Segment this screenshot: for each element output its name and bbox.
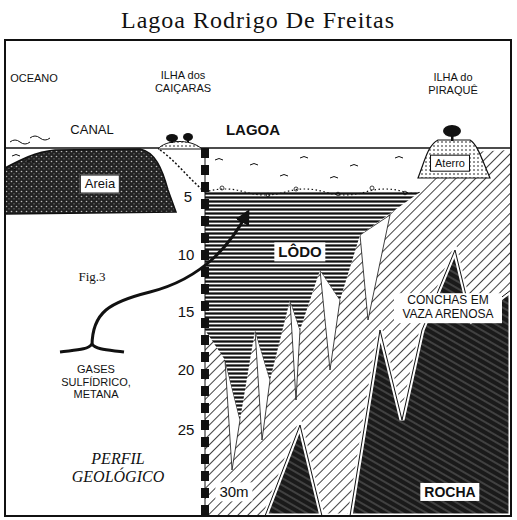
layer-label: CONCHAS EM VAZA ARENOSA [394,293,502,323]
profile-caption: PERFIL GEOLÓGICO [72,450,164,487]
island-name: ILHA dos CAIÇARAS [155,69,211,94]
sea-name: OCEANO [10,72,58,85]
depth-number: 30m [215,482,252,501]
island-name: ILHA do PIRAQUÊ [428,71,478,96]
depth-number: 25 [174,420,199,439]
layer-label: Areia [80,175,120,194]
gas-label: GASES SULFÍDRICO, METANA [61,363,131,401]
channel-name: CANAL [70,123,113,138]
figure-number: Fig.3 [78,270,105,285]
fill-label: Aterro [430,155,470,172]
depth-number: 15 [174,302,199,321]
layer-label: LÔDO [274,242,325,261]
diagram-title: Lagoa Rodrigo De Freitas [121,7,395,34]
depth-number: 5 [180,187,196,206]
depth-number: 10 [174,245,199,264]
layer-label: ROCHA [420,483,479,501]
lagoon-name: LAGOA [226,121,280,138]
depth-number: 20 [174,360,199,379]
